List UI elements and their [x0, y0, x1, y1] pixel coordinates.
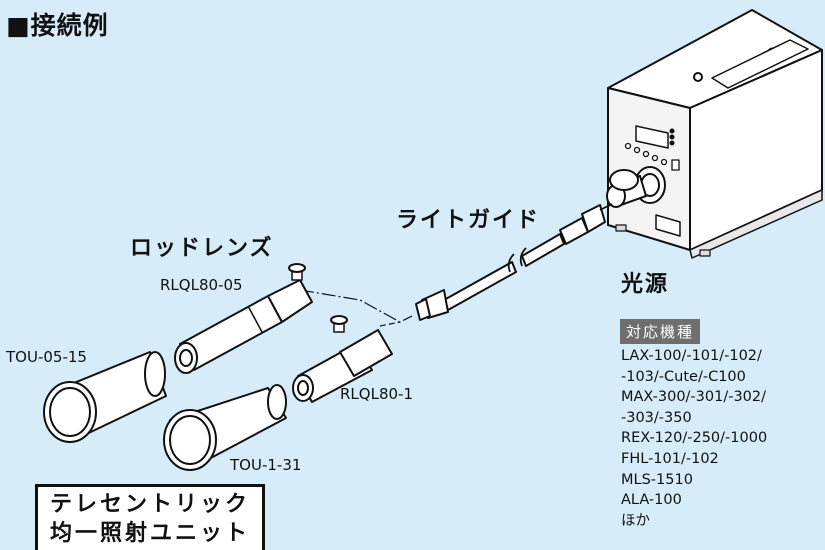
- model-item: REX-120/-250/-1000: [621, 430, 768, 447]
- model-item: -103/-Cute/-C100: [621, 368, 746, 385]
- tou-05-15-unit: [43, 351, 167, 443]
- tou-1-31-unit: [163, 384, 287, 471]
- rod-lens-rlql80-1: [292, 315, 393, 403]
- rlql80-05-label: RLQL80-05: [160, 276, 243, 294]
- model-item: -303/-350: [621, 409, 692, 426]
- light-guide-label: ライトガイド: [396, 208, 541, 233]
- compatible-models-list: LAX-100/-101/-102/ -103/-Cute/-C100 MAX-…: [621, 346, 767, 531]
- rlql80-1-label: RLQL80-1: [340, 385, 413, 403]
- unit-box-line2: 均一照射ユニット: [49, 521, 250, 546]
- rod-lens-rlql80-05: [174, 263, 313, 374]
- model-item: MAX-300/-301/-302/: [621, 389, 767, 406]
- light-guide-cable: [415, 203, 613, 321]
- model-item: MLS-1510: [621, 471, 693, 488]
- page-title: ■接続例: [6, 11, 109, 40]
- light-source-label: 光源: [621, 272, 670, 297]
- tou-1-31-label: TOU-1-31: [230, 456, 302, 474]
- model-item: FHL-101/-102: [621, 450, 719, 467]
- telecentric-unit-box: テレセントリック 均一照射ユニット: [35, 484, 265, 550]
- model-item: LAX-100/-101/-102/: [621, 348, 762, 364]
- unit-box-line1: テレセントリック: [49, 492, 250, 517]
- rod-lens-label: ロッドレンズ: [130, 236, 274, 261]
- model-item: ほか: [621, 512, 650, 529]
- compatible-models-badge: 対応機種: [620, 319, 701, 344]
- light-source-unit: [606, 9, 823, 259]
- tou-05-15-label: TOU-05-15: [6, 348, 87, 366]
- model-item: ALA-100: [621, 492, 682, 509]
- connection-dashes: [299, 289, 413, 327]
